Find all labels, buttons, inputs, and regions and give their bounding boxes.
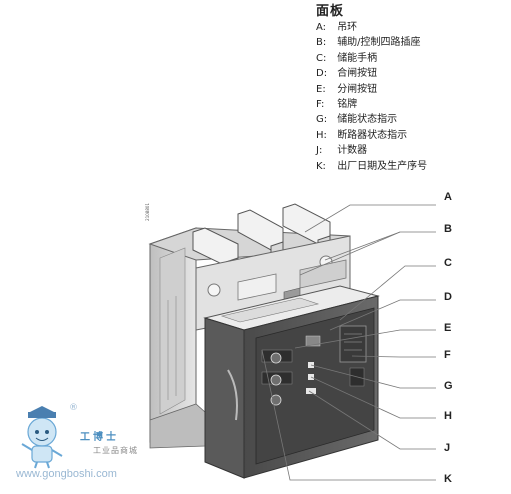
legend-key: J: (316, 145, 323, 157)
legend-label: 铭牌 (337, 98, 358, 110)
legend-key: E: (316, 83, 326, 95)
legend-item-h: H: 断路器状态指示 (316, 128, 427, 143)
callout-g: G (444, 380, 453, 392)
legend-item-a: A: 吊环 (316, 20, 427, 35)
leader-lines (261, 204, 436, 481)
legend-label: 分闸按钮 (337, 83, 378, 95)
legend-item-f: F: 铭牌 (316, 97, 427, 112)
legend-item-g: G: 储能状态指示 (316, 112, 427, 127)
callout-letters: A B C D E F G H J K (444, 191, 453, 485)
legend-label: 吊环 (337, 22, 358, 33)
watermark-brand: 工博士 (80, 432, 119, 443)
callout-k: K (444, 473, 452, 485)
panel-title: 面板 (316, 4, 345, 19)
callout-h: H (444, 410, 452, 422)
callout-b: B (444, 223, 452, 235)
legend-key: B: (316, 37, 327, 49)
callout-d: D (444, 291, 452, 303)
legend-label: 出厂日期及生产序号 (337, 160, 428, 172)
close-button (270, 352, 282, 364)
lifting-hook-icon (207, 283, 221, 297)
charging-handle (227, 369, 238, 421)
legend-label: 合闸按钮 (337, 68, 378, 80)
legend-item-k: K: 出厂日期及生产序号 (316, 159, 427, 174)
legend: A: 吊环 B: 辅助/控制四路插座 C: 储能手柄 D: 合闸按钮 E: 分闸… (316, 20, 427, 174)
legend-key: F: (316, 98, 325, 110)
legend-item-d: D: 合闸按钮 (316, 66, 427, 81)
callout-e: E (444, 322, 451, 334)
mascot-logo-icon (21, 406, 63, 469)
legend-item-b: B: 辅助/控制四路插座 (316, 35, 427, 50)
callout-j: J (444, 442, 450, 454)
legend-key: C: (316, 52, 327, 64)
legend-key: H: (316, 129, 327, 141)
legend-item-c: C: 储能手柄 (316, 51, 427, 66)
auxiliary-socket-block (299, 259, 347, 289)
legend-item-e: E: 分闸按钮 (316, 82, 427, 97)
legend-label: 辅助/控制四路插座 (337, 37, 421, 49)
callout-c: C (444, 257, 452, 269)
watermark-subtitle: 工业品商城 (93, 446, 138, 455)
legend-item-j: J: 计数器 (316, 143, 427, 158)
legend-key: A: (316, 22, 327, 33)
legend-key: D: (316, 68, 328, 80)
callout-a: A (444, 191, 452, 203)
open-button (270, 374, 282, 386)
legend-label: 计数器 (337, 145, 368, 157)
legend-label: 储能手柄 (337, 52, 378, 64)
legend-key: K: (316, 160, 326, 172)
counter-window (306, 388, 316, 394)
legend-label: 断路器状态指示 (337, 129, 408, 141)
registered-mark: ® (69, 403, 78, 413)
watermark-url: www.gongboshi.com (16, 468, 117, 480)
legend-key: G: (316, 114, 328, 126)
callout-f: F (444, 349, 451, 361)
front-face (204, 295, 379, 479)
legend-label: 储能状态指示 (337, 114, 398, 126)
